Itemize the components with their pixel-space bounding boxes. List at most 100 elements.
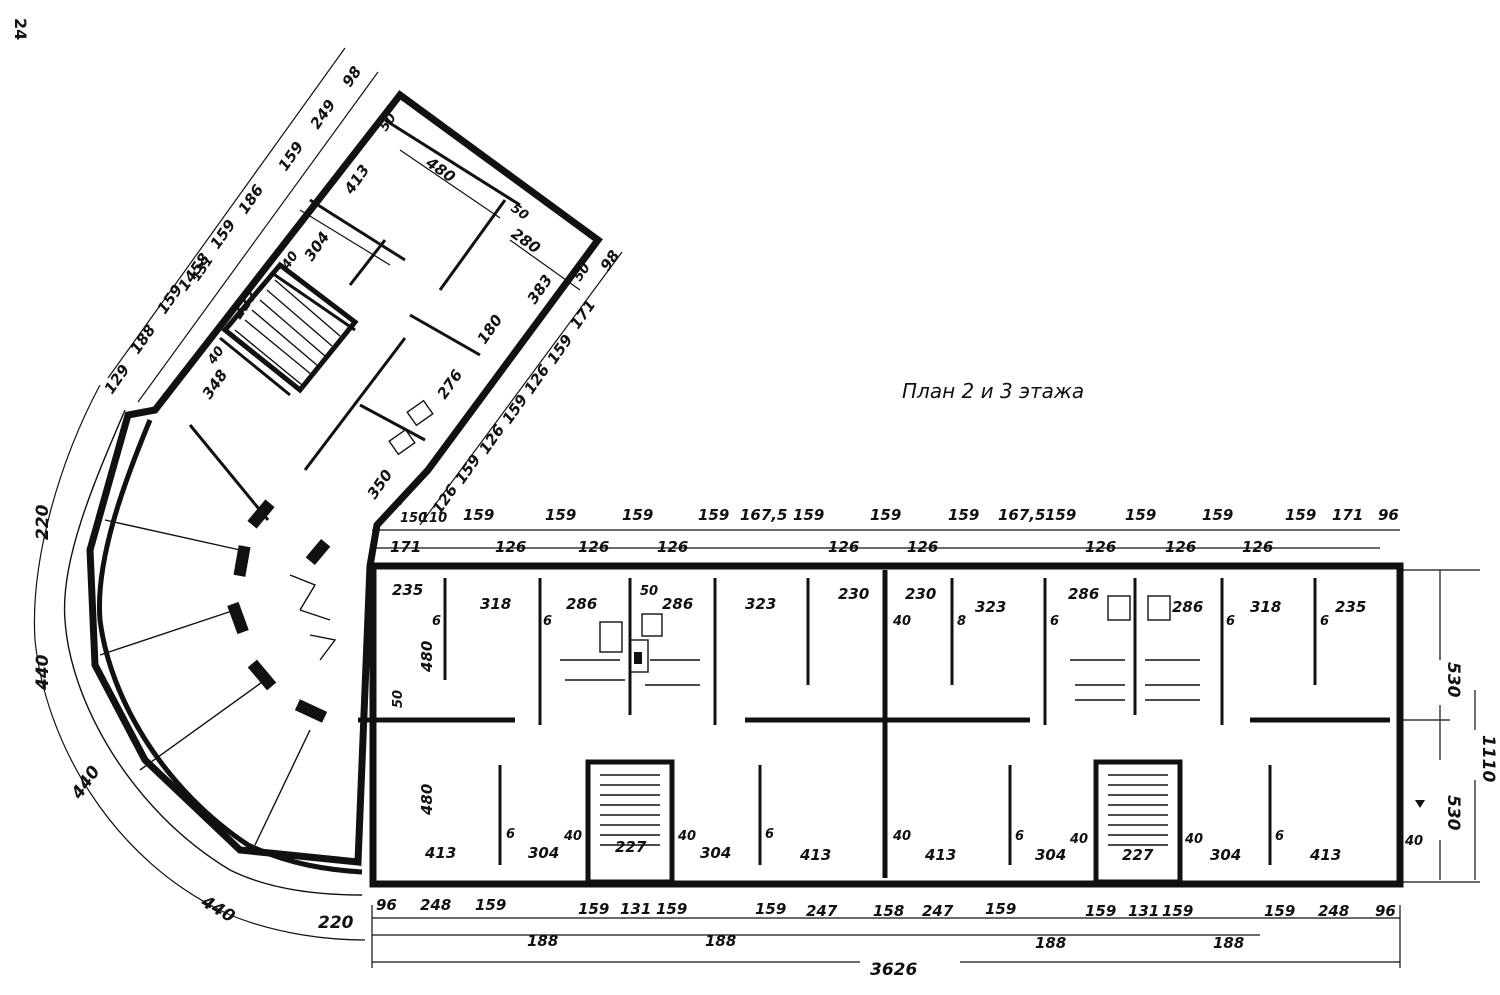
dim-bot-6: 159 — [656, 900, 687, 918]
wing-dimensions: 1458 186 159 249 98 159 131 159 188 129 … — [101, 63, 624, 517]
lower-partition-1: 6 — [506, 827, 515, 842]
partition-3: 40 — [892, 614, 911, 629]
rotunda-walls — [63, 409, 363, 896]
arc-dim-4: 440 — [197, 892, 239, 928]
wing-inner-18: 276 — [434, 366, 467, 402]
plan-title: План 2 и 3 этажа — [902, 379, 1084, 403]
dim-top-in-7: 126 — [828, 538, 859, 556]
page-number: 24 — [11, 18, 30, 40]
dim-top-14: 171 — [1332, 506, 1363, 524]
lower-dim-12: 227 — [1122, 846, 1154, 864]
marker-symbol — [1415, 800, 1425, 808]
wing-inner-21: 159 — [452, 451, 485, 487]
dimension-lines — [33, 47, 1480, 968]
wing-inner-5: 280 — [508, 225, 544, 258]
dim-bot-16: 248 — [1318, 902, 1349, 920]
room-dim-3: 286 — [566, 595, 597, 613]
dim-bot-3: 159 — [475, 896, 506, 914]
wing-outer-9: 188 — [127, 321, 160, 357]
dim-top-8: 159 — [948, 506, 979, 524]
wing-inner-19: 159 — [499, 391, 532, 427]
height-1: 480 — [418, 641, 436, 673]
wing-inner-1: 50 — [377, 111, 400, 134]
dim-top-12: 159 — [1202, 506, 1233, 524]
wing-inner-14: 180 — [474, 311, 507, 347]
room-dim-9: 323 — [975, 598, 1006, 616]
lower-dim-6: 304 — [700, 844, 731, 862]
dim-bot-sub-2: 188 — [705, 932, 736, 950]
partition-1: 6 — [432, 614, 441, 629]
dim-top-3: 159 — [622, 506, 653, 524]
wing-outer-3: 159 — [275, 138, 308, 174]
dim-bot-2: 248 — [420, 896, 451, 914]
wing-outer-2: 186 — [235, 181, 268, 217]
wing-inner-20: 126 — [476, 421, 509, 457]
dim-bot-11: 159 — [985, 900, 1016, 918]
partition-4: 8 — [957, 614, 966, 629]
dim-bot-12: 159 — [1085, 902, 1116, 920]
lower-dim-14: 304 — [1210, 846, 1241, 864]
lower-dim-11: 40 — [1069, 832, 1088, 847]
partition-2: 6 — [543, 614, 552, 629]
dim-top-10: 159 — [1045, 506, 1076, 524]
lower-dim-8: 40 — [892, 829, 911, 844]
dim-top-2: 159 — [545, 506, 576, 524]
lower-dim-13: 40 — [1184, 832, 1203, 847]
height-3: 480 — [418, 784, 436, 816]
arc-dim-3: 440 — [67, 762, 104, 803]
room-dim-7: 230 — [838, 585, 869, 603]
room-dim-4: 50 — [640, 584, 658, 599]
dim-right-2: 530 — [1443, 795, 1463, 831]
dim-top-in-5: 126 — [578, 538, 609, 556]
dim-top-in-4: 126 — [495, 538, 526, 556]
dim-top-in-8: 126 — [907, 538, 938, 556]
dim-top-in-2: 110 — [420, 511, 447, 526]
dim-bot-10: 247 — [922, 902, 954, 920]
bottom-dimensions: 96 248 159 159 131 159 159 247 158 247 1… — [376, 896, 1396, 980]
wing-outer-5: 98 — [339, 63, 366, 90]
main-wing-walls — [358, 562, 1404, 888]
lower-dim-16: 40 — [1404, 834, 1423, 849]
top-dimensions: 159 159 159 159 167,5 159 159 159 167,5 … — [390, 506, 1399, 556]
dim-bot-sub-1: 188 — [527, 932, 558, 950]
dim-bot-9: 158 — [873, 902, 904, 920]
wing-inner-2: 480 — [422, 153, 459, 186]
angled-wing-walls — [86, 90, 603, 866]
room-dim-2: 318 — [480, 595, 511, 613]
room-dimensions: 235 318 286 50 286 323 230 230 323 286 2… — [391, 581, 1423, 864]
wing-inner-15: 171 — [567, 296, 600, 332]
dim-top-1: 159 — [463, 506, 494, 524]
room-dim-8: 230 — [905, 585, 936, 603]
wing-outer-4: 249 — [307, 96, 340, 132]
height-2: 50 — [391, 690, 406, 708]
lower-dim-9: 413 — [924, 846, 956, 864]
dim-bot-13: 131 — [1128, 902, 1159, 920]
dim-bot-sub-4: 188 — [1213, 934, 1244, 952]
dim-top-in-3: 171 — [390, 538, 421, 556]
dim-bot-8: 247 — [806, 902, 838, 920]
wing-outer-10: 129 — [101, 361, 134, 397]
lower-dim-5: 40 — [677, 829, 696, 844]
dim-bot-sub-3: 188 — [1035, 934, 1066, 952]
dim-top-in-1: 150 — [400, 511, 427, 526]
partition-7: 6 — [1320, 614, 1329, 629]
wing-inner-10: 348 — [199, 366, 232, 402]
dim-bot-1: 96 — [376, 896, 397, 914]
lower-dim-3: 40 — [563, 829, 582, 844]
wing-inner-17: 126 — [521, 361, 554, 397]
dim-top-in-11: 126 — [1242, 538, 1273, 556]
lower-dim-15: 413 — [1309, 846, 1341, 864]
lower-dim-10: 304 — [1035, 846, 1066, 864]
dim-top-in-10: 126 — [1165, 538, 1196, 556]
arc-dimensions: 220 440 440 440 220 — [33, 504, 354, 933]
partition-6: 6 — [1226, 614, 1235, 629]
dim-top-13: 159 — [1285, 506, 1316, 524]
wing-inner-13: 98 — [597, 247, 624, 274]
room-dim-5: 286 — [662, 595, 693, 613]
lower-dim-2: 304 — [528, 844, 559, 862]
right-dimensions: 530 530 1110 — [1443, 662, 1498, 831]
dim-top-4: 159 — [698, 506, 729, 524]
room-dim-11: 286 — [1172, 598, 1203, 616]
wing-inner-12: 50 — [571, 261, 594, 284]
